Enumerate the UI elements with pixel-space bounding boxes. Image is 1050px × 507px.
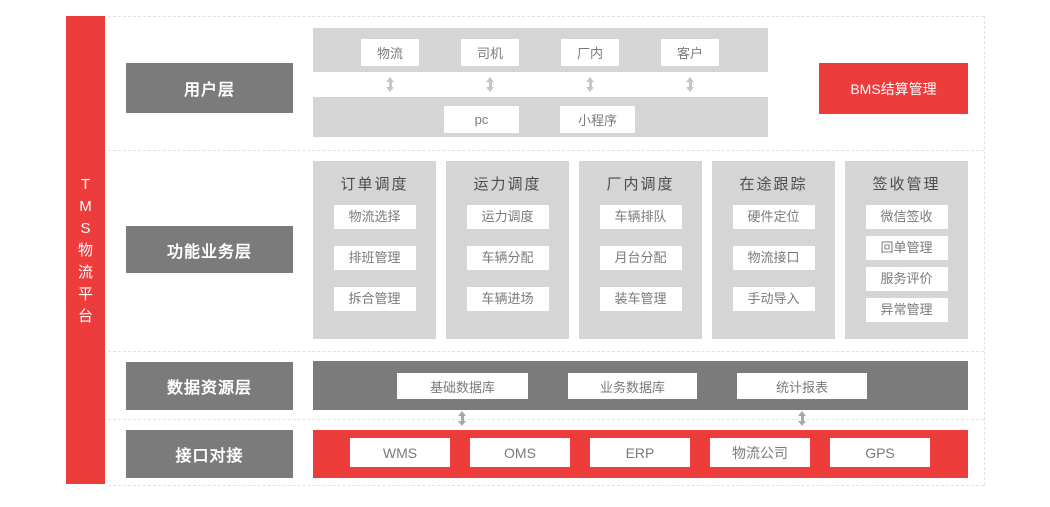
interface-system-box: 物流公司 [710,438,810,467]
layer-label-interface: 接口对接 [126,430,293,478]
business-item-box: 微信签收 [865,205,948,229]
vertical-double-arrow-icon [485,77,495,92]
business-item-box: 拆合管理 [333,287,416,311]
interface-system-box: ERP [590,438,690,467]
user-role-box: 厂内 [561,39,619,66]
data-store-box: 基础数据库 [397,373,528,399]
client-box: 小程序 [560,106,635,133]
bms-settlement-box: BMS结算管理 [819,63,968,114]
business-item-box: 装车管理 [599,287,682,311]
vertical-double-arrow-icon [457,411,467,426]
business-column-title: 厂内调度 [606,176,675,193]
business-item-box: 车辆分配 [466,246,549,270]
business-column-receipt-management: 签收管理 微信签收 回单管理 服务评价 异常管理 [845,161,968,339]
dashed-divider-bottom [108,485,984,486]
interface-system-box: WMS [350,438,450,467]
business-column-order-dispatch: 订单调度 物流选择 排班管理 拆合管理 [313,161,436,339]
business-column-title: 在途跟踪 [739,176,808,193]
interface-system-box: OMS [470,438,570,467]
dashed-divider-right [984,16,985,485]
client-box: pc [444,106,519,133]
platform-title-char: M [79,197,92,215]
business-column-title: 签收管理 [872,176,941,193]
vertical-double-arrow-icon [685,77,695,92]
data-store-box: 业务数据库 [568,373,697,399]
business-item-box: 硬件定位 [732,205,815,229]
business-item-box: 回单管理 [865,236,948,260]
business-column-title: 运力调度 [473,176,542,193]
dashed-divider-top [108,16,984,17]
business-column-capacity-dispatch: 运力调度 运力调度 车辆分配 车辆进场 [446,161,569,339]
platform-title-char: T [80,175,91,193]
dashed-divider-user-business [108,150,984,151]
platform-title-char: 平 [77,285,93,303]
user-role-box: 司机 [461,39,519,66]
data-store-box: 统计报表 [737,373,867,399]
business-item-box: 车辆排队 [599,205,682,229]
business-item-box: 运力调度 [466,205,549,229]
business-column-in-transit-tracking: 在途跟踪 硬件定位 物流接口 手动导入 [712,161,835,339]
business-column-title: 订单调度 [340,176,409,193]
interface-system-box: GPS [830,438,930,467]
business-item-box: 异常管理 [865,298,948,322]
user-role-box: 物流 [361,39,419,66]
business-column-yard-dispatch: 厂内调度 车辆排队 月台分配 装车管理 [579,161,702,339]
vertical-double-arrow-icon [385,77,395,92]
platform-title-bar: T M S 物 流 平 台 [66,16,105,484]
platform-title-char: 物 [77,241,93,259]
business-item-box: 排班管理 [333,246,416,270]
business-item-box: 物流选择 [333,205,416,229]
platform-title-char: S [80,219,91,237]
business-item-box: 物流接口 [732,246,815,270]
business-item-box: 车辆进场 [466,287,549,311]
dashed-divider-data-interface [108,419,984,420]
business-item-box: 月台分配 [599,246,682,270]
platform-title-char: 台 [77,307,93,325]
layer-label-business: 功能业务层 [126,226,293,273]
vertical-double-arrow-icon [585,77,595,92]
layer-label-data: 数据资源层 [126,362,293,410]
dashed-divider-business-data [108,351,984,352]
vertical-double-arrow-icon [797,411,807,426]
platform-title-char: 流 [77,263,93,281]
user-role-box: 客户 [661,39,719,66]
user-clients-band [313,97,768,137]
business-item-box: 手动导入 [732,287,815,311]
layer-label-user: 用户层 [126,63,293,113]
business-item-box: 服务评价 [865,267,948,291]
